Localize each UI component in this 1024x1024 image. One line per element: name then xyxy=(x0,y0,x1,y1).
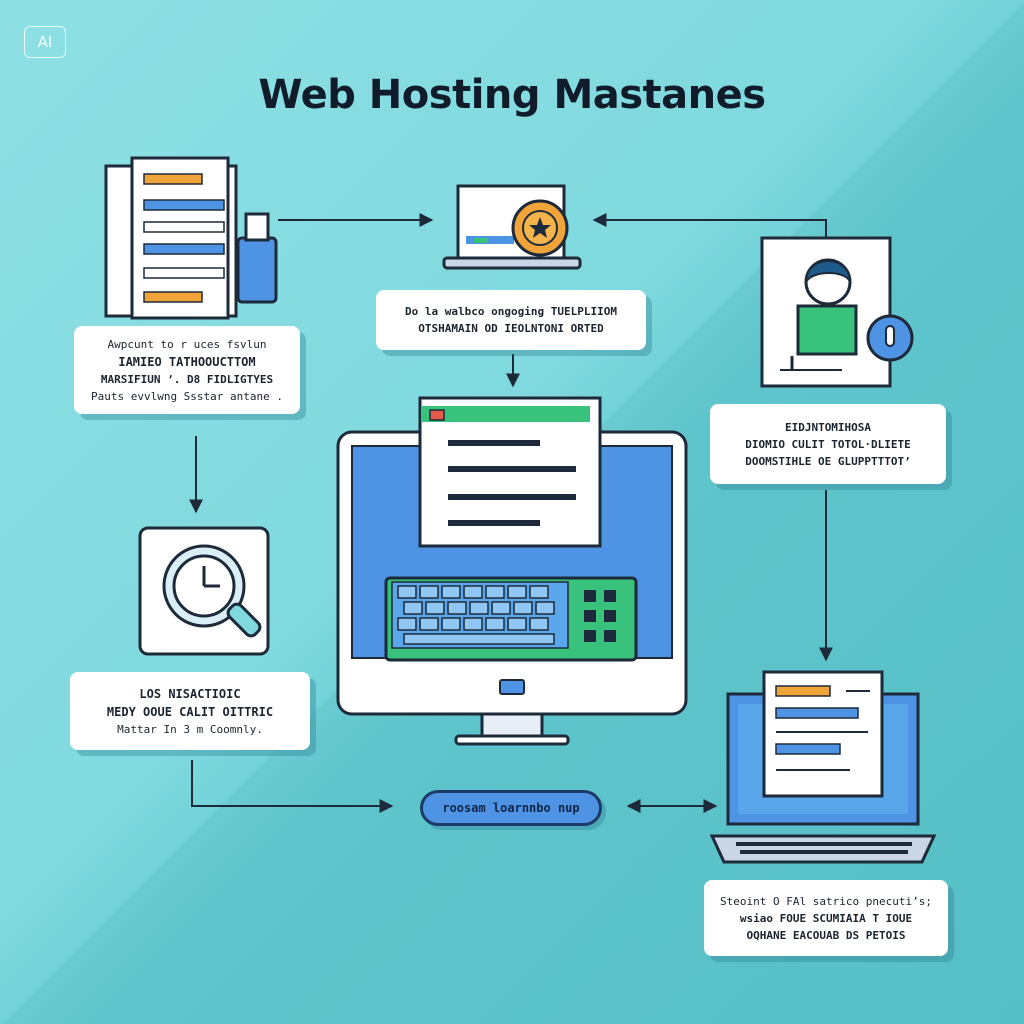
card-line: wsiao FOUE SCUMIAIA T IOUE xyxy=(739,911,913,925)
diagram-title: Web Hosting Mastanes xyxy=(258,72,766,118)
card-line: Mattar In 3 m Coomnly. xyxy=(117,722,263,736)
card-line: LOS NISACTIOIC xyxy=(139,686,241,701)
card-line: Do la walbco ongoging TUELPLIIOM xyxy=(405,305,617,318)
document-stack-icon xyxy=(104,156,278,320)
user-profile-icon xyxy=(760,236,914,388)
card-line: Steoint O FAl satrico pnecutiʼs; xyxy=(720,894,932,908)
info-card-left-bottom: LOS NISACTIOIC MEDY OOUE CALIT OITTRIC M… xyxy=(70,672,310,750)
info-card-top-center: Do la walbco ongoging TUELPLIIOM OTSHAMA… xyxy=(376,290,646,350)
laptop-badge-icon xyxy=(442,184,582,270)
card-line: DIOMIO CULIT TOTOL·DLIETE xyxy=(745,437,911,451)
laptop-keys xyxy=(736,842,912,854)
arrow-card-to-pill xyxy=(191,760,394,813)
card-line: MEDY OOUE CALIT OITTRIC xyxy=(106,704,274,719)
keyboard-keys xyxy=(397,585,555,645)
laptop-document-icon xyxy=(709,670,937,864)
center-pill-label[interactable]: roosam loarnnbo nup xyxy=(420,790,602,826)
info-card-bottom-right: Steoint O FAl satrico pnecutiʼs; wsiao F… xyxy=(704,880,948,956)
keypad xyxy=(584,590,616,642)
arrow-user-to-laptop xyxy=(592,213,827,238)
card-line: DOOMSTIHLE OE GLUPPTTTOTʼ xyxy=(745,454,911,468)
card-line: Pauts evvlwng Ssstar antane . xyxy=(90,389,284,403)
card-line: MARSIFIUN ʼ. D8 FIDLIGTYES xyxy=(100,372,274,386)
connector-arrows xyxy=(189,213,833,813)
card-line: OQHANE EACOUAB DS PETOIS xyxy=(746,928,906,942)
ai-badge: AI xyxy=(24,26,66,58)
card-line: Awpcunt to r uces fsvlun xyxy=(107,337,267,351)
card-line: EIDJNTOMIHOSA xyxy=(784,420,872,434)
card-line: IAMIEO TATHOOUCTTOM xyxy=(118,354,256,369)
info-card-top-left: Awpcunt to r uces fsvlun IAMIEO TATHOOUC… xyxy=(74,326,300,414)
magnifier-clock-icon xyxy=(138,526,270,656)
info-card-right-middle: EIDJNTOMIHOSA DIOMIO CULIT TOTOL·DLIETE … xyxy=(710,404,946,484)
card-line: OTSHAMAIN OD IEOLNTONI ORTED xyxy=(418,322,604,335)
desktop-monitor-icon xyxy=(336,396,688,746)
